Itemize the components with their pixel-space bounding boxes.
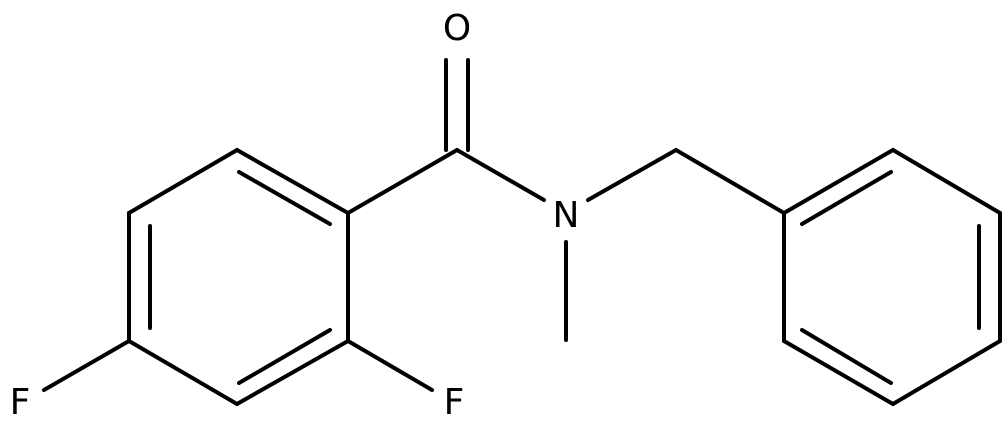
c-f-bond-ortho xyxy=(346,339,434,392)
ring-bond xyxy=(782,148,895,215)
difluorophenyl-ring xyxy=(127,148,350,406)
nitrogen-atom-label: N xyxy=(553,195,580,236)
ring-bond-inner xyxy=(237,328,332,385)
ring-bond xyxy=(127,339,239,406)
ring-bond xyxy=(782,339,895,406)
ring-bond-inner xyxy=(800,328,893,385)
ring-bond-inner xyxy=(800,170,893,226)
ring-bond xyxy=(891,339,1002,406)
ring-bond-inner xyxy=(237,170,332,226)
oxygen-atom-label: O xyxy=(443,8,471,49)
n-ch2-bond xyxy=(586,148,678,202)
ring-bond xyxy=(235,339,350,406)
c-f-bond-para xyxy=(42,339,131,392)
ch2-phenyl-bond xyxy=(674,148,786,215)
fluorine-para-label: F xyxy=(10,382,31,423)
ring-carbonyl-bond xyxy=(346,148,459,215)
ring-bond xyxy=(891,148,1002,215)
ring-bond xyxy=(235,148,350,215)
carbonyl-n-bond xyxy=(455,148,546,202)
phenyl-ring xyxy=(782,148,1002,406)
fluorine-ortho-label: F xyxy=(444,382,465,423)
ring-bond xyxy=(127,148,239,215)
